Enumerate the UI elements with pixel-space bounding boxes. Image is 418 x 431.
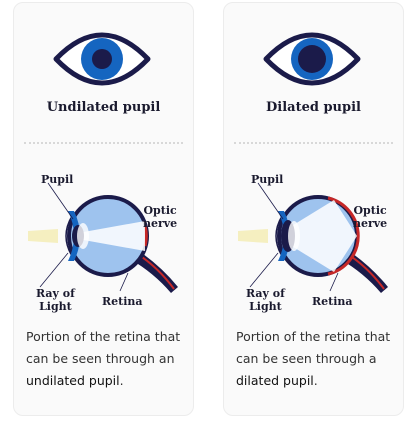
undilated-eye-icon (53, 32, 151, 86)
dilated-card: Dilated pupil Pupil Optic nerve Ray of L… (223, 2, 404, 416)
retina (143, 225, 148, 247)
description-suffix: . (313, 373, 318, 388)
optic-nerve (130, 249, 178, 293)
optic-nerve (340, 249, 388, 293)
undilated-card: Undilated pupil Pupil Optic nerve Ray of… (13, 2, 194, 416)
ray-label-line2: Light (39, 300, 72, 313)
ray-label-line2: Light (249, 300, 282, 313)
description-emphasis: dilated pupil (236, 373, 314, 388)
ray-of-light-label: Ray of Light (246, 287, 285, 313)
retina (327, 196, 360, 276)
ray-label-line1: Ray of (246, 287, 285, 300)
ray-of-light-label: Ray of Light (36, 287, 75, 313)
optic-label-line2: nerve (143, 217, 178, 230)
pupil-label: Pupil (251, 173, 284, 186)
optic-nerve-label: Optic nerve (353, 204, 387, 230)
dilated-eye-icon (263, 32, 361, 86)
divider (234, 142, 393, 144)
retina-label: Retina (312, 295, 353, 308)
card-title: Dilated pupil (266, 100, 361, 115)
undilated-eye-cross-section (28, 182, 178, 293)
card-description: Portion of the retina that can be seen t… (236, 326, 397, 392)
optic-nerve-label: Optic nerve (143, 204, 177, 230)
retina-label: Retina (102, 295, 143, 308)
card-description: Portion of the retina that can be seen t… (26, 326, 187, 392)
description-text: Portion of the retina that can be seen t… (236, 329, 391, 366)
ray-label-line1: Ray of (36, 287, 75, 300)
light-ray (238, 229, 268, 243)
light-ray (28, 229, 58, 243)
divider (24, 142, 183, 144)
dilated-eye-cross-section (238, 182, 388, 293)
optic-label-line1: Optic (353, 204, 387, 217)
card-title: Undilated pupil (46, 100, 161, 115)
optic-label-line1: Optic (143, 204, 177, 217)
description-suffix: . (119, 373, 124, 388)
pupil-label: Pupil (41, 173, 74, 186)
description-text: Portion of the retina that can be seen t… (26, 329, 181, 366)
description-emphasis: undilated pupil (26, 373, 120, 388)
optic-label-line2: nerve (353, 217, 388, 230)
